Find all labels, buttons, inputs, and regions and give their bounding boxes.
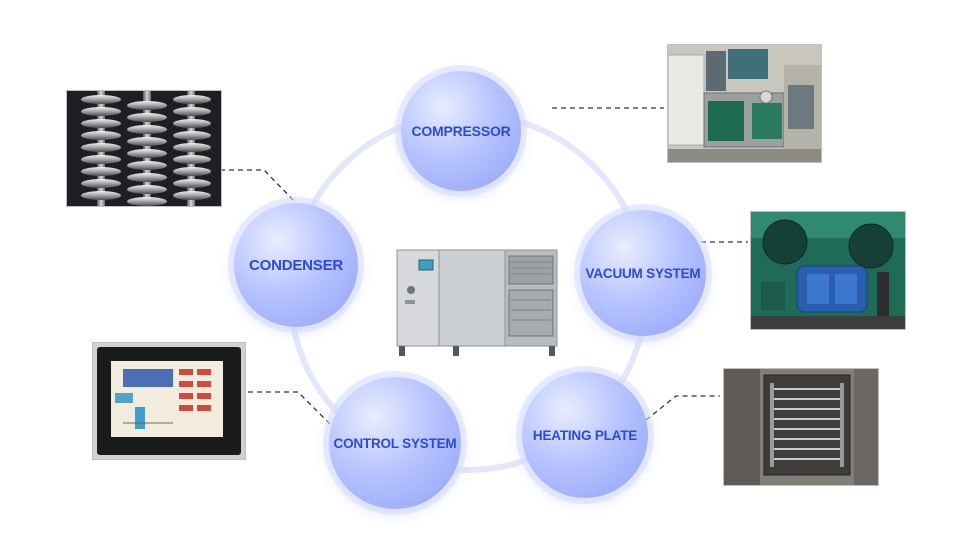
node-compressor: COMPRESSOR (401, 71, 521, 191)
coil-condenser-photo (66, 90, 222, 207)
node-heating-plate: HEATING PLATE (522, 372, 648, 498)
node-vacuum-system: VACUUM SYSTEM (580, 210, 706, 336)
vacuum-pump-photo (750, 211, 906, 330)
node-compressor-label: COMPRESSOR (411, 123, 511, 139)
node-control-system: CONTROL SYSTEM (329, 377, 461, 509)
compressor-unit-photo (667, 44, 822, 163)
node-vacuum-system-label: VACUUM SYSTEM (585, 265, 701, 281)
node-condenser-label: CONDENSER (248, 256, 344, 274)
node-control-system-label: CONTROL SYSTEM (333, 435, 457, 451)
touch-panel-photo (92, 342, 246, 460)
node-heating-plate-label: HEATING PLATE (532, 427, 638, 443)
connector-control-system (248, 391, 337, 431)
heating-plate-chamber-photo (723, 368, 879, 486)
connector-condenser (220, 169, 297, 204)
connector-heating-plate (645, 395, 720, 421)
node-condenser: CONDENSER (234, 203, 358, 327)
freeze-dryer-machine-image (396, 249, 558, 356)
